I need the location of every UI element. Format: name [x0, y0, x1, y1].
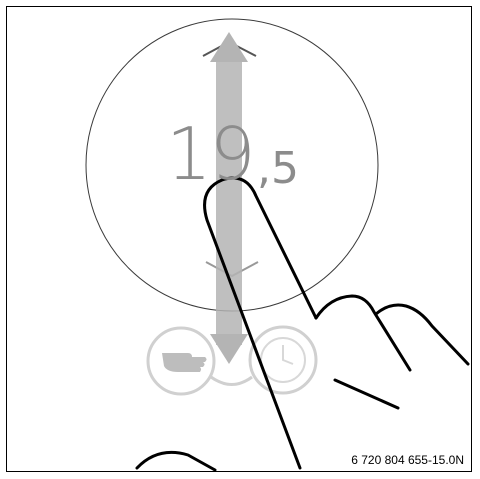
- hand-icon[interactable]: [148, 328, 214, 394]
- finger-swipe-icon: [137, 178, 468, 470]
- temperature-integer: 19: [166, 118, 254, 190]
- temperature-decimal: ,5: [257, 147, 299, 191]
- figure-reference-number: 6 720 804 655-15.0N: [351, 453, 464, 467]
- mode-connector: [211, 377, 252, 385]
